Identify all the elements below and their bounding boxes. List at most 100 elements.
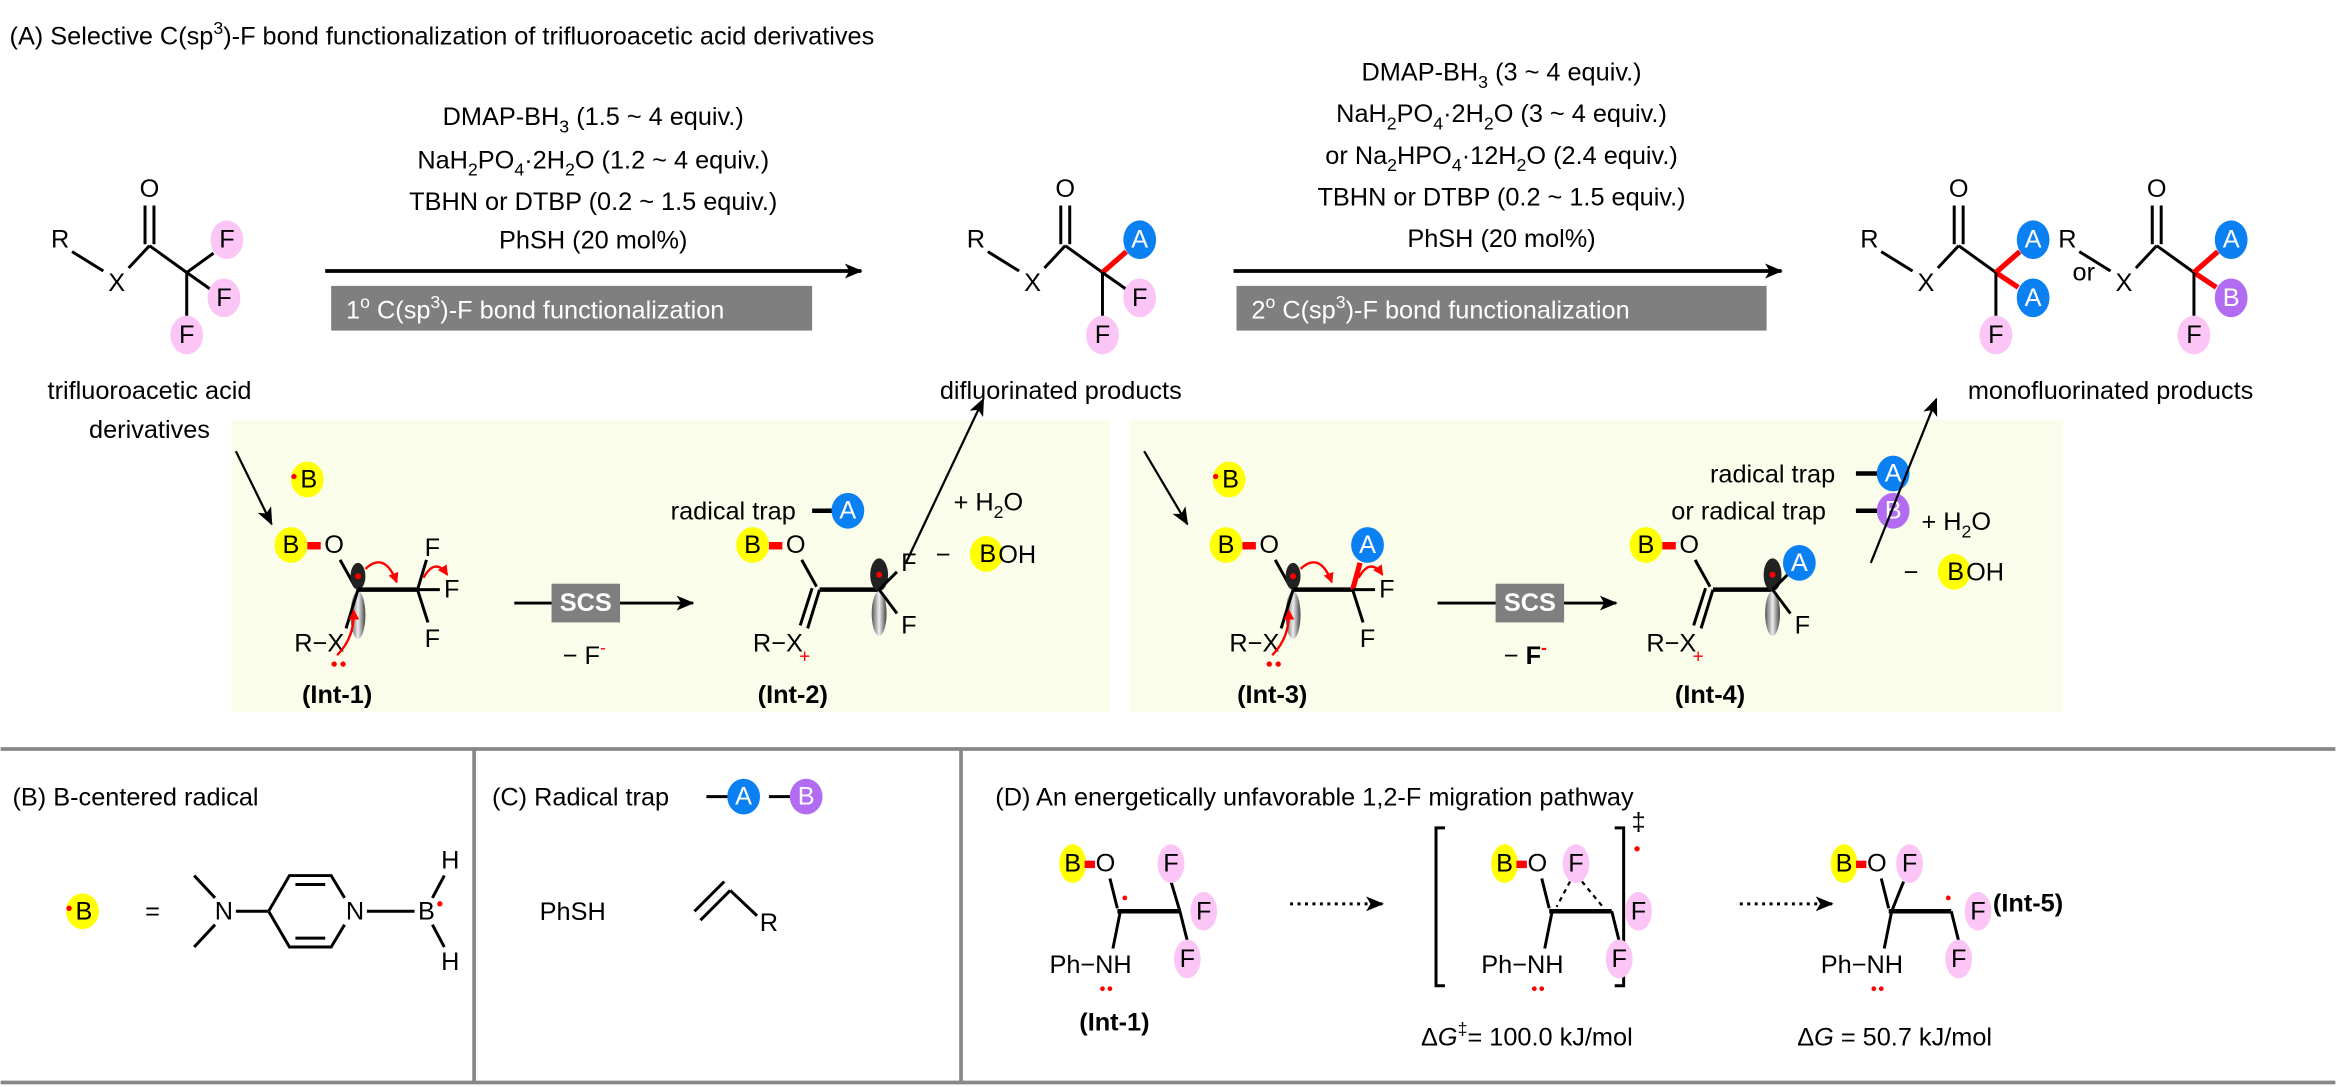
atom-r: R: [760, 909, 778, 937]
atom-o: O: [1949, 175, 1969, 203]
phsh-label: PhSH: [540, 898, 606, 926]
arrow-to-monofluorinated: [1869, 397, 1938, 564]
int1-structure: B O R−X F F F (Int-1): [274, 527, 459, 709]
reagent-line: PhSH (20 mol%): [499, 227, 687, 255]
atom-h: H: [441, 847, 459, 875]
step1-label-box: [331, 285, 813, 331]
text-segment: Δ: [1797, 1023, 1814, 1051]
arrow-into-int3: [1143, 450, 1189, 526]
radical-trap-label: radical trap: [671, 498, 796, 526]
text-segment: PO: [478, 146, 515, 174]
r-x-group: R−X: [294, 629, 344, 657]
scs-label: SCS: [560, 589, 612, 617]
trap-b-badge: [1876, 492, 1910, 529]
fluorine-highlight: [207, 278, 241, 318]
atom-b: B: [979, 540, 996, 568]
monofluorinated-label: monofluorinated products: [1968, 377, 2253, 405]
atom-f: F: [425, 625, 440, 653]
int4-label: (Int-4): [1675, 681, 1745, 709]
atom-a: A: [1791, 549, 1808, 577]
text-segment: + H: [1921, 508, 1961, 536]
text-segment: C(sp: [370, 297, 430, 325]
int4-structure: B O A F R−X + (Int-4): [1629, 527, 1816, 709]
difluorinated-label: difluorinated products: [940, 377, 1182, 405]
atom-b: B: [1222, 465, 1239, 493]
r-x-group: R−X: [1229, 629, 1279, 657]
section-b-title: (B) B-centered radical: [13, 784, 259, 812]
monofluorinated-structure-aa: R X O A A F: [1860, 175, 2050, 355]
ph-nh-group: Ph−NH: [1049, 951, 1131, 979]
r-x-group: R−X: [1646, 629, 1696, 657]
step2-label: 2o C(sp3)-F bond functionalization: [1251, 292, 1629, 324]
atom-o: O: [1259, 531, 1279, 559]
atom-f: F: [901, 549, 916, 577]
atom-f: F: [219, 226, 234, 254]
text-segment: )-F bond functionalization: [1346, 297, 1630, 325]
atom-b: B: [1638, 531, 1655, 559]
atom-b: B: [76, 897, 93, 925]
text-segment: -: [1541, 638, 1547, 658]
section-c-title: (C) Radical trap: [492, 784, 669, 812]
trap-b-badge: [789, 778, 823, 815]
trap-a-badge: [727, 778, 761, 815]
atom-a: A: [1885, 460, 1902, 488]
text-segment: G: [1438, 1023, 1458, 1051]
text-segment: 3: [430, 292, 440, 312]
text-segment: 4: [514, 160, 524, 180]
atom-o: O: [786, 531, 806, 559]
reaction-energy: ΔG = 50.7 kJ/mol: [1797, 1023, 1992, 1051]
atom-b: B: [798, 783, 815, 811]
reagent-line: TBHN or DTBP (0.2 ~ 1.5 equiv.): [1317, 183, 1685, 211]
atom-b: B: [283, 531, 300, 559]
atom-b: B: [1836, 850, 1853, 878]
text-segment: NaH: [417, 146, 468, 174]
positive-charge: +: [1692, 646, 1703, 668]
atom-o: O: [1055, 175, 1075, 203]
text-segment: Δ: [1421, 1023, 1438, 1051]
atom-a: A: [2223, 226, 2240, 254]
atom-b: B: [1218, 531, 1235, 559]
text-segment: = 50.7 kJ/mol: [1834, 1023, 1992, 1051]
atom-r: R: [2058, 226, 2076, 254]
alkene-structure: R: [693, 880, 778, 937]
atom-a: A: [1359, 531, 1376, 559]
text-segment: 1: [346, 297, 360, 325]
atom-f: F: [1902, 850, 1917, 878]
mechanism-panel-2: [1129, 419, 2063, 712]
text-segment: − F: [563, 642, 600, 670]
atom-n: N: [215, 897, 233, 925]
scs-label: SCS: [1504, 589, 1556, 617]
monofluorinated-structure-ab: R X O A B F: [2058, 175, 2248, 355]
text-segment: DMAP-BH: [1362, 58, 1479, 86]
text-segment: 2: [1962, 522, 1972, 542]
atom-b: B: [1064, 850, 1081, 878]
text-segment: 2: [565, 160, 575, 180]
atom-b: B: [300, 465, 317, 493]
text-segment: 2: [1387, 114, 1397, 134]
int1-d-structure: B O Ph−NH F F F (Int-1): [1049, 844, 1218, 1036]
atom-a: A: [1131, 226, 1148, 254]
step1-label: 1o C(sp3)-F bond functionalization: [346, 292, 724, 324]
text-segment: DMAP-BH: [443, 103, 560, 131]
atom-f: F: [1568, 850, 1583, 878]
arrow-to-difluorinated: [904, 397, 985, 564]
text-segment: = 100.0 kJ/mol: [1467, 1023, 1632, 1051]
trap-a-badge: [1123, 220, 1157, 260]
text-segment: G: [1814, 1023, 1834, 1051]
atom-f: F: [1196, 897, 1211, 925]
atom-b: B: [2223, 284, 2240, 312]
text-segment: O: [1004, 489, 1024, 517]
transition-state: B O Ph−NH F F F ‡: [1434, 808, 1652, 992]
equals-sign: =: [145, 897, 160, 925]
text-segment: 2: [1387, 155, 1397, 175]
int2-label: (Int-2): [758, 681, 828, 709]
text-segment: ·2H: [1443, 100, 1484, 128]
atom-a: A: [735, 783, 752, 811]
text-segment: 3: [213, 18, 223, 38]
ph-nh-group: Ph−NH: [1821, 951, 1903, 979]
text-segment: O (2.4 equiv.): [1526, 142, 1677, 170]
atom-a: A: [2025, 284, 2042, 312]
atom-x: X: [108, 269, 125, 297]
text-segment: )-F bond functionalization of trifluoroa…: [223, 23, 874, 51]
text-segment: 3: [1336, 292, 1346, 312]
